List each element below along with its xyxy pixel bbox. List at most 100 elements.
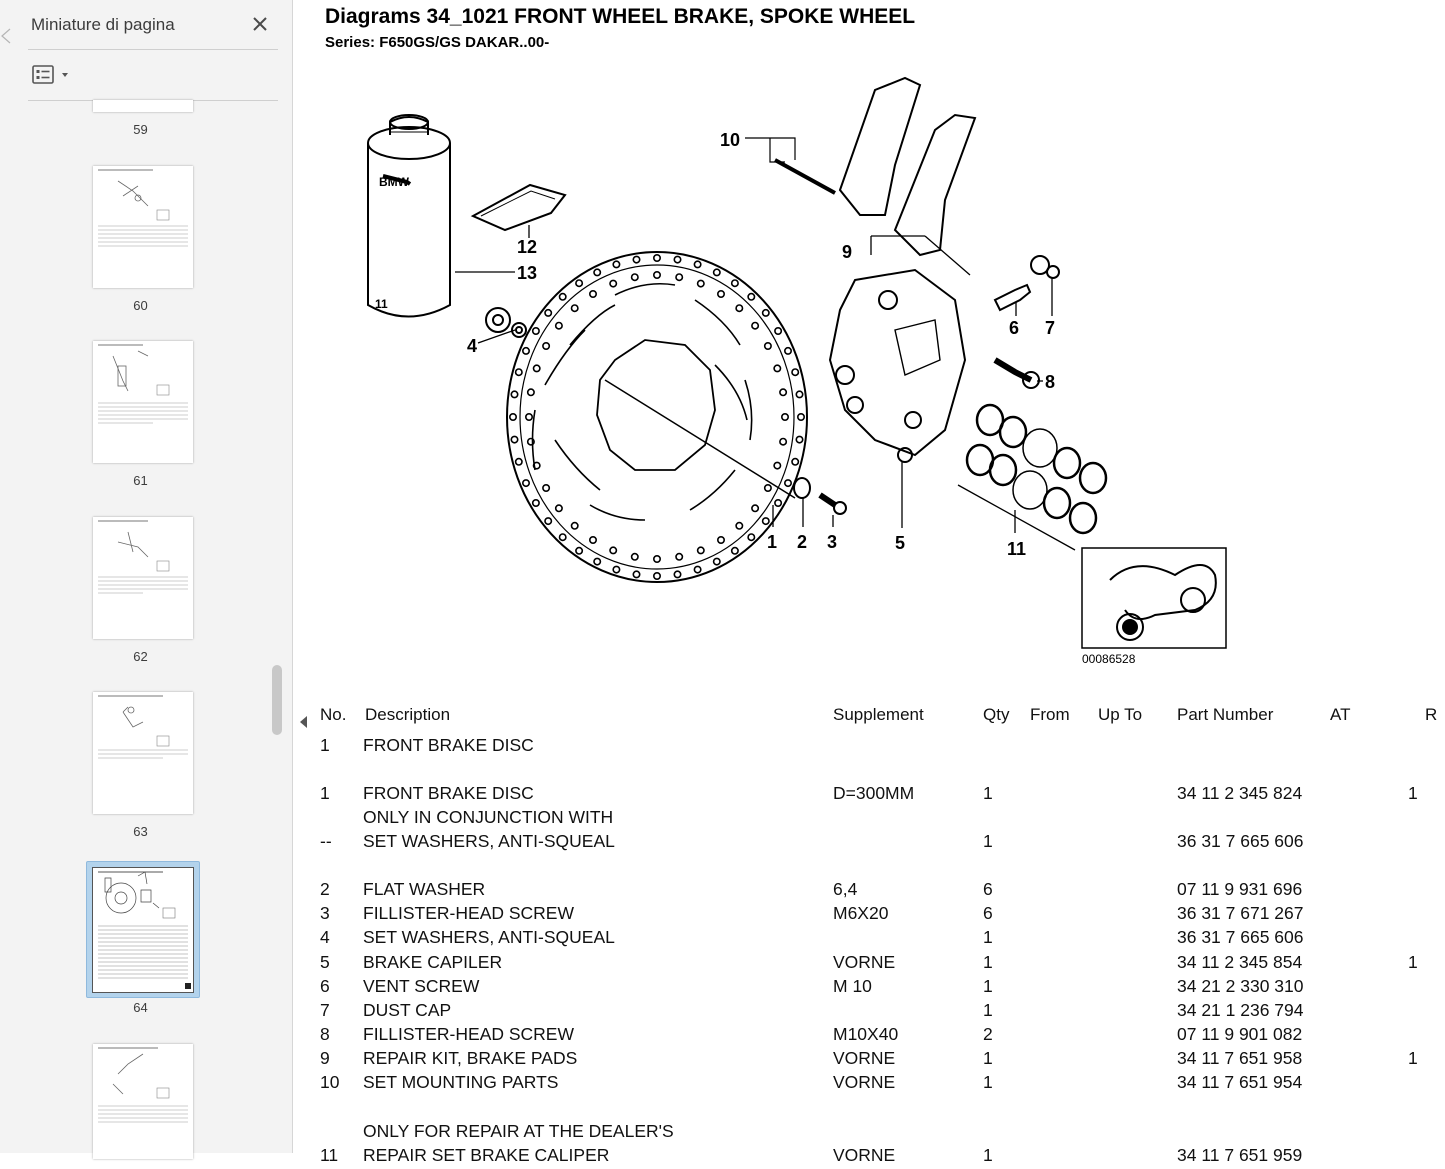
cell-part-number: 34 11 7 651 958 xyxy=(1177,1048,1303,1068)
table-row: ONLY FOR REPAIR AT THE DEALER'S xyxy=(315,1121,1445,1145)
callout-12: 12 xyxy=(517,237,537,257)
disc-hole xyxy=(747,292,756,301)
resize-arrow-icon[interactable] xyxy=(299,715,309,729)
cell-part-number: 34 11 7 651 954 xyxy=(1177,1072,1303,1092)
disc-hole xyxy=(783,346,792,355)
col-header-up-to: Up To xyxy=(1098,705,1143,724)
col-header-qty: Qty xyxy=(983,705,1010,724)
disc-hole xyxy=(612,565,621,574)
sidebar-scrollbar-thumb[interactable] xyxy=(272,665,282,735)
cell-supplement: VORNE xyxy=(833,1048,896,1068)
disc-hole xyxy=(774,326,783,335)
disc-hole xyxy=(673,255,682,264)
col-header-r: R xyxy=(1425,705,1438,724)
disc-hole xyxy=(716,289,725,298)
cell-description: VENT SCREW xyxy=(363,976,480,996)
parts-table-header: No. Description Supplement Qty From Up T… xyxy=(315,705,1445,729)
page-thumbnail[interactable] xyxy=(93,341,193,463)
disc-hole xyxy=(522,346,531,355)
cell-no: 5 xyxy=(320,952,330,972)
disc-hole xyxy=(588,535,597,544)
close-icon[interactable] xyxy=(248,12,272,36)
brake-disc-illustration xyxy=(506,251,808,583)
page-thumbnail[interactable] xyxy=(93,517,193,639)
disc-hole xyxy=(712,557,721,566)
page-number-label: 62 xyxy=(133,649,148,664)
cell-no: 3 xyxy=(320,903,330,923)
disc-hole xyxy=(531,326,540,335)
page-thumbnail[interactable] xyxy=(93,100,193,112)
cell-description: SET WASHERS, ANTI-SQUEAL xyxy=(363,927,615,947)
cell-qty: 6 xyxy=(983,903,993,923)
page-number-label: 64 xyxy=(133,1000,148,1015)
cell-qty: 1 xyxy=(983,976,993,996)
page-thumbnail[interactable] xyxy=(93,1044,193,1159)
disc-hole xyxy=(514,368,523,377)
cell-supplement: M 10 xyxy=(833,976,872,996)
disc-hole xyxy=(588,289,597,298)
cell-no: 4 xyxy=(320,927,330,947)
cell-no: 8 xyxy=(320,1024,330,1044)
disc-hole xyxy=(652,571,661,580)
cell-supplement: M6X20 xyxy=(833,903,889,923)
disc-hole xyxy=(525,412,534,421)
page-thumbnail-current[interactable] xyxy=(92,867,194,993)
disc-hole xyxy=(751,504,760,513)
disc-hole xyxy=(522,479,531,488)
disc-hole xyxy=(570,521,579,530)
callout-6: 6 xyxy=(1009,318,1019,338)
disc-hole xyxy=(751,321,760,330)
cell-qty: 1 xyxy=(983,927,993,947)
disc-hole xyxy=(575,546,584,555)
disc-hole xyxy=(761,308,770,317)
callout-3: 3 xyxy=(827,532,837,552)
disc-hole xyxy=(514,457,523,466)
disc-hole xyxy=(779,388,788,397)
list-view-icon[interactable] xyxy=(30,63,74,87)
cell-part-number: 34 21 2 330 310 xyxy=(1177,976,1304,996)
disc-hole xyxy=(554,321,563,330)
cell-description: DUST CAP xyxy=(363,1000,452,1020)
disc-hole xyxy=(796,412,805,421)
disc-hole xyxy=(532,364,541,373)
disc-hole xyxy=(696,279,705,288)
disc-hole xyxy=(735,304,744,313)
col-header-part-number: Part Number xyxy=(1177,705,1274,724)
disc-hole xyxy=(783,479,792,488)
disc-hole xyxy=(509,412,518,421)
disc-hole xyxy=(609,279,618,288)
disc-hole xyxy=(575,279,584,288)
disc-hole xyxy=(673,570,682,579)
col-header-from: From xyxy=(1030,705,1070,724)
thumbnail-preview xyxy=(98,871,191,989)
disc-hole xyxy=(510,435,519,444)
cell-r: 1 xyxy=(1408,952,1418,972)
page-thumbnail[interactable] xyxy=(93,692,193,814)
disc-hole xyxy=(510,390,519,399)
thumbnail-preview xyxy=(98,344,188,424)
callout-5: 5 xyxy=(895,533,905,553)
cell-supplement: 6,4 xyxy=(833,879,858,899)
sidebar-edge-arrow-icon[interactable] xyxy=(0,28,12,44)
cell-no: 10 xyxy=(320,1072,340,1092)
disc-hole xyxy=(761,517,770,526)
brake-fluid-can-illustration xyxy=(367,114,451,318)
cell-qty: 1 xyxy=(983,1000,993,1020)
page-thumbnail[interactable] xyxy=(93,166,193,288)
cell-no: 1 xyxy=(320,735,330,755)
disc-hole xyxy=(774,498,783,507)
cell-part-number: 36 31 7 665 606 xyxy=(1177,831,1304,851)
cell-no: 9 xyxy=(320,1048,330,1068)
cell-description: REPAIR KIT, BRAKE PADS xyxy=(363,1048,578,1068)
cell-supplement: VORNE xyxy=(833,952,896,972)
cell-no: 6 xyxy=(320,976,330,996)
disc-hole xyxy=(763,483,772,492)
sidebar-divider xyxy=(28,49,278,50)
callout-7: 7 xyxy=(1045,318,1055,338)
svg-text:BMW: BMW xyxy=(379,175,410,189)
disc-hole xyxy=(558,292,567,301)
cell-qty: 1 xyxy=(983,783,993,803)
